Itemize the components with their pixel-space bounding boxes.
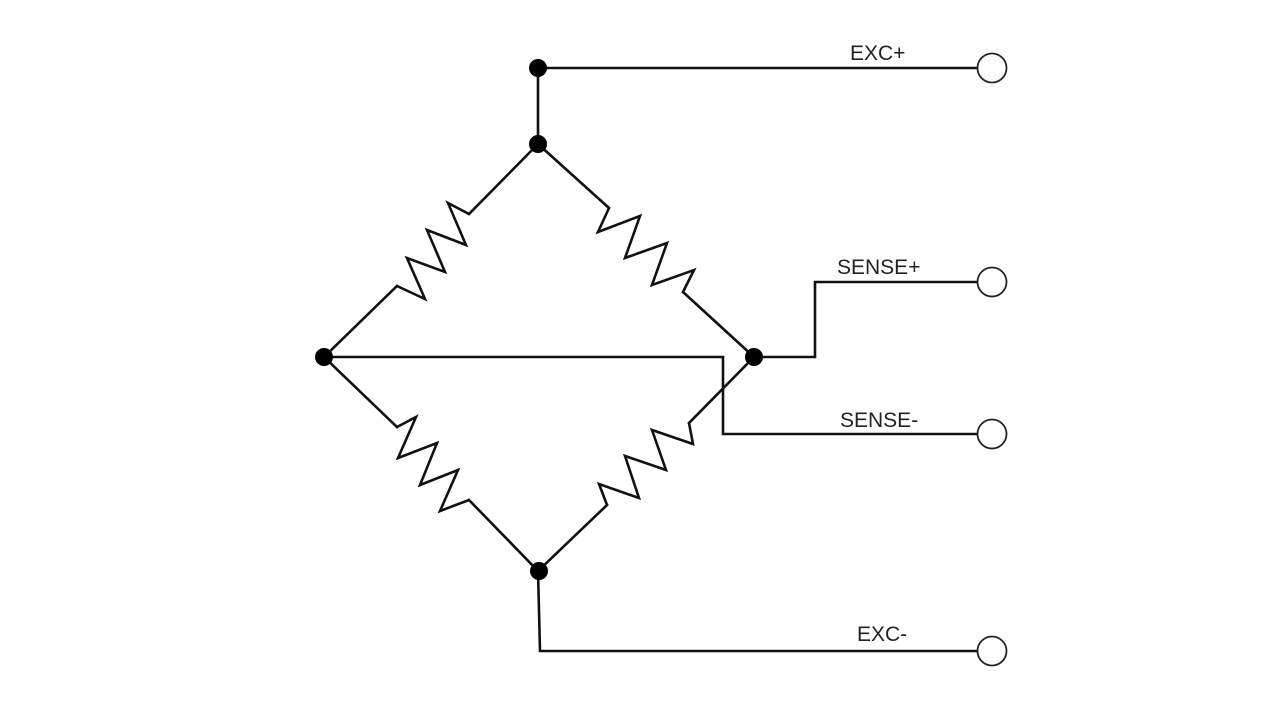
wire-exc-minus (536, 569, 980, 653)
junction-dot-top (529, 135, 547, 153)
wire-sense-minus (322, 355, 980, 436)
junction-dot-bottom (530, 562, 548, 580)
wire-top-left-arm-upper (467, 142, 540, 216)
resistor-r1 (396, 200, 470, 302)
resistor-r3 (395, 414, 470, 514)
resistor-r4 (596, 422, 695, 506)
label-sense-plus: SENSE+ (837, 256, 920, 279)
wire-top-right-arm-upper (536, 142, 611, 210)
wire-sense-plus (752, 280, 980, 359)
terminal-exc-minus[interactable] (976, 635, 1008, 667)
wire-bottom-right-arm-lower (536, 503, 609, 573)
terminal-sense-plus[interactable] (976, 266, 1008, 298)
label-exc-plus: EXC+ (850, 42, 905, 65)
junction-dot-left (315, 348, 333, 366)
wire-top-left-arm-lower (322, 284, 399, 359)
label-exc-minus: EXC- (857, 623, 907, 646)
wire-bottom-left-arm-upper (322, 355, 399, 429)
junction-dot-right (745, 348, 763, 366)
junction-dot-top-exc (529, 59, 547, 77)
wire-bottom-right-arm-upper (687, 355, 756, 425)
resistor-r2 (595, 207, 697, 293)
wire-top-right-arm-lower (681, 290, 756, 359)
terminal-exc-plus[interactable] (976, 52, 1008, 84)
terminal-sense-minus[interactable] (976, 418, 1008, 450)
label-sense-minus: SENSE- (840, 409, 918, 432)
wire-bottom-left-arm-lower (467, 498, 540, 573)
